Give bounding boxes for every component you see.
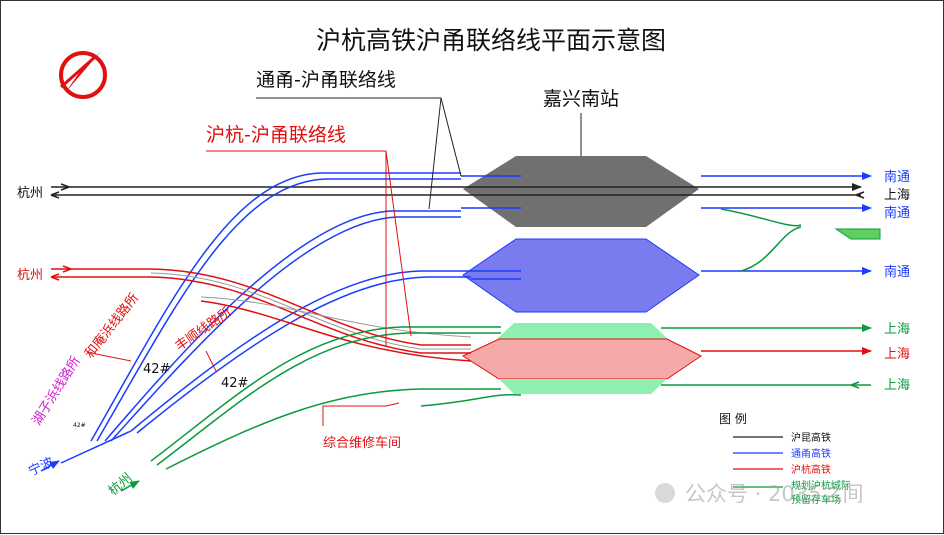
label-depot: 综合维修车间 xyxy=(323,435,401,451)
legend: 图 例 沪昆高铁 通甬高铁 沪杭高铁 规划沪杭城际 预留存车场 xyxy=(719,412,851,506)
leader-lines-black xyxy=(256,97,582,210)
red-tracks xyxy=(51,268,872,362)
wechat-icon xyxy=(655,483,675,503)
black-tracks xyxy=(50,183,865,199)
legend-item-4: 规划沪杭城际 xyxy=(791,479,851,492)
leader-lines-red xyxy=(90,150,412,426)
platform-green-bottom xyxy=(499,379,667,394)
label-ningbo: 宁波 xyxy=(26,454,56,479)
label-jiaxing-south-station: 嘉兴南站 xyxy=(543,88,619,110)
green-tracks xyxy=(150,208,872,470)
ningbo-arrow xyxy=(40,460,60,472)
label-shanghai-green-1: 上海 xyxy=(884,322,910,337)
label-hangzhou-red: 杭州 xyxy=(17,268,43,283)
hangzhou-green-arrow xyxy=(120,480,140,492)
platform-blue xyxy=(462,238,700,313)
label-huhang-link: 沪杭-沪甬联络线 xyxy=(206,124,346,146)
hangzhou-red-arrows xyxy=(50,265,72,281)
legend-item-3: 沪杭高铁 xyxy=(791,463,831,476)
label-nantong-3: 南通 xyxy=(884,264,910,280)
label-nantong-1: 南通 xyxy=(884,169,910,185)
legend-title: 图 例 xyxy=(719,412,747,426)
watermark: 公众号 · 2035之间 xyxy=(655,482,863,506)
label-42-c: 42# xyxy=(73,422,86,429)
label-nantong-2: 南通 xyxy=(884,205,910,221)
label-tongyong-link: 通甬-沪甬联络线 xyxy=(256,69,396,91)
label-fengshun-post: 丰顺线路所 xyxy=(172,304,234,354)
label-hangzhou-black: 杭州 xyxy=(17,186,43,201)
label-heyang-post: 和庵浜线路所 xyxy=(82,290,143,361)
diagram-title: 沪杭高铁沪甬联络线平面示意图 xyxy=(316,26,666,55)
label-42-a: 42# xyxy=(143,362,170,377)
legend-item-2: 通甬高铁 xyxy=(791,447,831,460)
reserved-yard xyxy=(834,228,881,240)
legend-extra: 预留存车场 xyxy=(791,493,841,506)
platform-red xyxy=(461,338,702,380)
blue-tracks xyxy=(60,172,872,464)
legend-item-1: 沪昆高铁 xyxy=(791,431,831,444)
label-shanghai-red: 上海 xyxy=(884,347,910,362)
watermark-text: 公众号 · 2035之间 xyxy=(685,482,863,506)
label-shanghai-green-2: 上海 xyxy=(884,378,910,393)
railway-logo xyxy=(59,51,107,99)
label-42-b: 42# xyxy=(221,376,248,391)
platform-gray xyxy=(463,156,699,227)
label-huzi-post: 湖子浜线路所 xyxy=(29,353,84,428)
platform-green-top xyxy=(497,323,668,339)
label-hangzhou-green: 杭州 xyxy=(106,471,136,499)
label-shanghai-1: 上海 xyxy=(884,188,910,203)
